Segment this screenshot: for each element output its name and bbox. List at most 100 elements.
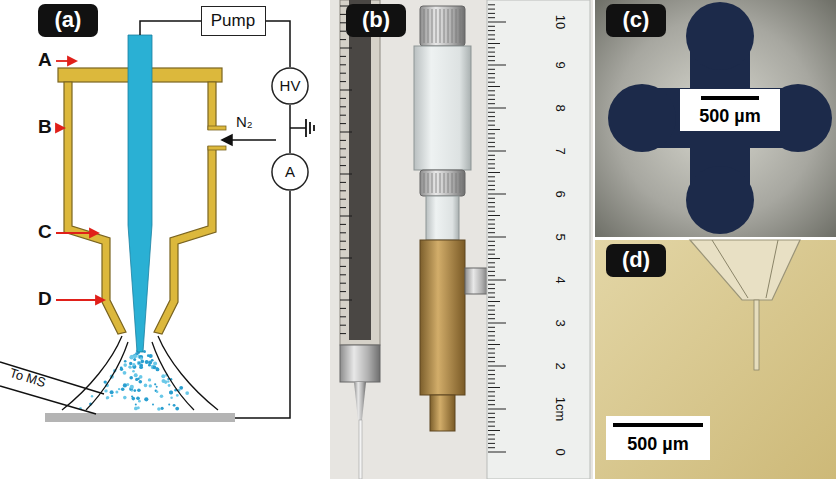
droplet [123,396,127,400]
droplet [168,384,171,387]
ruler-tick [488,206,495,207]
knurl-line [440,173,441,193]
graduation [340,300,352,301]
ruler-tick [488,413,495,414]
graduation [340,258,352,259]
ruler-tick [488,198,495,199]
ruler-tick [488,159,495,160]
droplet [104,389,107,392]
ruler-tick [488,353,495,354]
ruler-tick [488,60,495,61]
droplet [156,368,160,372]
ruler-tick [488,185,495,186]
knurl-line [424,173,425,193]
droplet [120,367,123,370]
node-text: (b) [362,8,390,32]
ruler-tick [488,421,495,422]
needle [359,420,362,479]
ruler-tick [488,288,495,289]
part-letter: B [38,117,52,138]
graduation [340,266,346,267]
ruler-tick [488,103,495,104]
droplet [176,394,179,397]
ruler-tick [488,232,495,233]
scale-box: 500 µm [680,89,780,131]
graduation [340,165,346,166]
droplet [110,390,114,394]
node-text: HV [280,78,301,95]
droplet [128,366,130,368]
ruler-tick [488,224,495,225]
droplet [124,360,127,363]
spray-plume [79,350,189,411]
syringe-barrel [340,0,380,345]
ruler-tick [488,348,495,349]
droplet [140,357,143,360]
ruler-tick [488,215,500,216]
graduation [340,216,352,217]
graduation [340,241,346,242]
capillary [128,35,152,352]
droplet [123,383,127,387]
graduation [340,190,346,191]
graduation [340,316,346,317]
droplet [115,391,118,394]
droplet [133,389,136,392]
gas-inlet [208,146,226,150]
ruler-number: 0 [553,448,567,455]
knurl-line [436,9,437,43]
ruler-tick [488,228,495,229]
ruler-tick [488,189,495,190]
droplet [179,386,183,390]
droplet [131,395,133,397]
graduation [340,308,346,309]
knurl-line [440,9,441,43]
ruler-tick [488,138,495,139]
knurled-nut [420,6,465,46]
droplet [145,360,149,364]
graduation [340,207,346,208]
capillary-taper [690,240,800,300]
droplet [137,397,140,400]
pointer-arrows [56,57,104,304]
knurl-line [460,9,461,43]
housing-wall [64,82,126,334]
ruler-tick [488,271,495,272]
knurl-line [460,173,461,193]
ruler-tick [488,383,495,384]
droplet [175,407,179,411]
graduation [340,73,346,74]
ruler-tick [488,331,495,332]
glass-tube [414,46,471,170]
panel-tag: (c) [606,4,666,37]
ruler-tick [488,151,506,152]
ruler-tick [488,275,495,276]
droplet [123,363,127,367]
part-letter: C [38,222,52,243]
droplet [168,404,170,406]
syringe-ferrule [340,345,380,382]
gas-fitting [465,268,489,294]
ruler-tick [488,344,500,345]
graduation [340,148,346,149]
graduation [340,232,346,233]
ruler-tick [488,26,495,27]
syringe-plunger [349,0,371,340]
graduation [340,291,346,292]
ground-symbol [306,119,314,137]
tube-label: To MS [8,366,47,390]
graduation [340,39,346,40]
scale-bar [613,423,703,427]
photo-panel [330,0,593,479]
ruler-tick [488,202,495,203]
node-text: 500 µm [699,107,760,127]
ruler-tick [488,108,506,109]
ruler-tick [488,310,495,311]
ruler-tick [488,292,495,293]
circle-shape [272,154,308,190]
graduation [340,333,346,334]
droplet [129,366,131,368]
ruler-tick [488,323,506,324]
ruler-tick [488,73,495,74]
